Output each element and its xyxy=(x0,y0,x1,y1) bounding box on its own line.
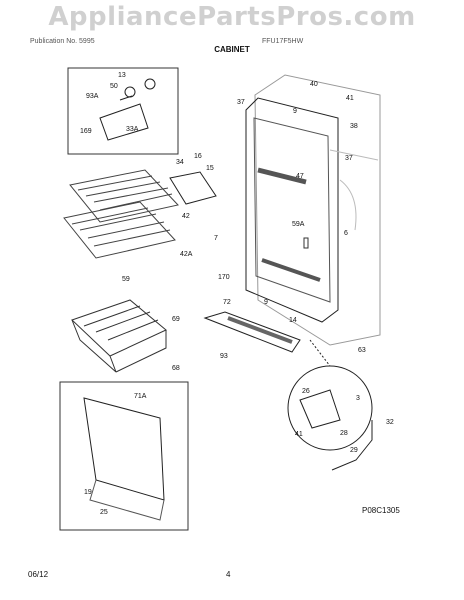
callout-38: 38 xyxy=(350,123,358,130)
callout-19: 19 xyxy=(84,489,92,496)
publication-number: Publication No. 5995 xyxy=(30,38,95,45)
callout-93: 93 xyxy=(220,353,228,360)
callout-50: 50 xyxy=(110,83,118,90)
callout-47: 47 xyxy=(296,173,304,180)
callout-170: 170 xyxy=(218,274,230,281)
callout-40: 40 xyxy=(310,81,318,88)
callout-71A: 71A xyxy=(134,393,147,400)
callout-26: 26 xyxy=(302,388,310,395)
model-number: FFU17F5HW xyxy=(262,38,304,45)
callout-9: 9 xyxy=(293,108,297,115)
callout-3: 3 xyxy=(356,395,360,402)
callout-41: 41 xyxy=(295,431,303,438)
wire-shelf-lower xyxy=(63,201,176,259)
callout-68: 68 xyxy=(172,365,180,372)
callout-42: 42 xyxy=(182,213,190,220)
callout-32: 32 xyxy=(386,419,394,426)
inset-box-hinge xyxy=(67,67,179,155)
callout-33A: 33A xyxy=(126,126,139,133)
callout-42A: 42A xyxy=(180,251,193,258)
wire-shelf-upper xyxy=(69,169,179,223)
callout-69: 69 xyxy=(172,316,180,323)
callout-34: 34 xyxy=(176,159,184,166)
figure-code: P08C1305 xyxy=(362,506,400,515)
callout-37: 37 xyxy=(237,99,245,106)
callout-29: 29 xyxy=(350,447,358,454)
callout-93A: 93A xyxy=(86,93,99,100)
callout-9: 9 xyxy=(264,299,268,306)
callout-16: 16 xyxy=(194,153,202,160)
callout-72: 72 xyxy=(223,299,231,306)
callout-169: 169 xyxy=(80,128,92,135)
callout-6: 6 xyxy=(344,230,348,237)
inset-box-liner xyxy=(59,381,189,531)
leveling-leg-detail xyxy=(287,339,373,471)
callout-41: 41 xyxy=(346,95,354,102)
footer-page-number: 4 xyxy=(226,570,231,579)
callout-25: 25 xyxy=(100,509,108,516)
callout-59: 59 xyxy=(122,276,130,283)
wire-basket xyxy=(71,299,167,373)
callout-14: 14 xyxy=(289,317,297,324)
callout-15: 15 xyxy=(206,165,214,172)
door-rack-part xyxy=(169,171,217,205)
section-title: CABINET xyxy=(214,45,250,54)
callout-layer: 40413793837135093A33A169341615474242A759… xyxy=(80,72,394,516)
callout-28: 28 xyxy=(340,430,348,437)
cabinet-body xyxy=(245,74,381,346)
kickplate xyxy=(203,311,301,353)
callout-7: 7 xyxy=(214,235,218,242)
watermark-text: AppliancePartsPros.com xyxy=(48,2,416,32)
callout-63: 63 xyxy=(358,347,366,354)
callout-59A: 59A xyxy=(292,221,305,228)
callout-13: 13 xyxy=(118,72,126,79)
footer-date: 06/12 xyxy=(28,570,49,579)
callout-37: 37 xyxy=(345,155,353,162)
